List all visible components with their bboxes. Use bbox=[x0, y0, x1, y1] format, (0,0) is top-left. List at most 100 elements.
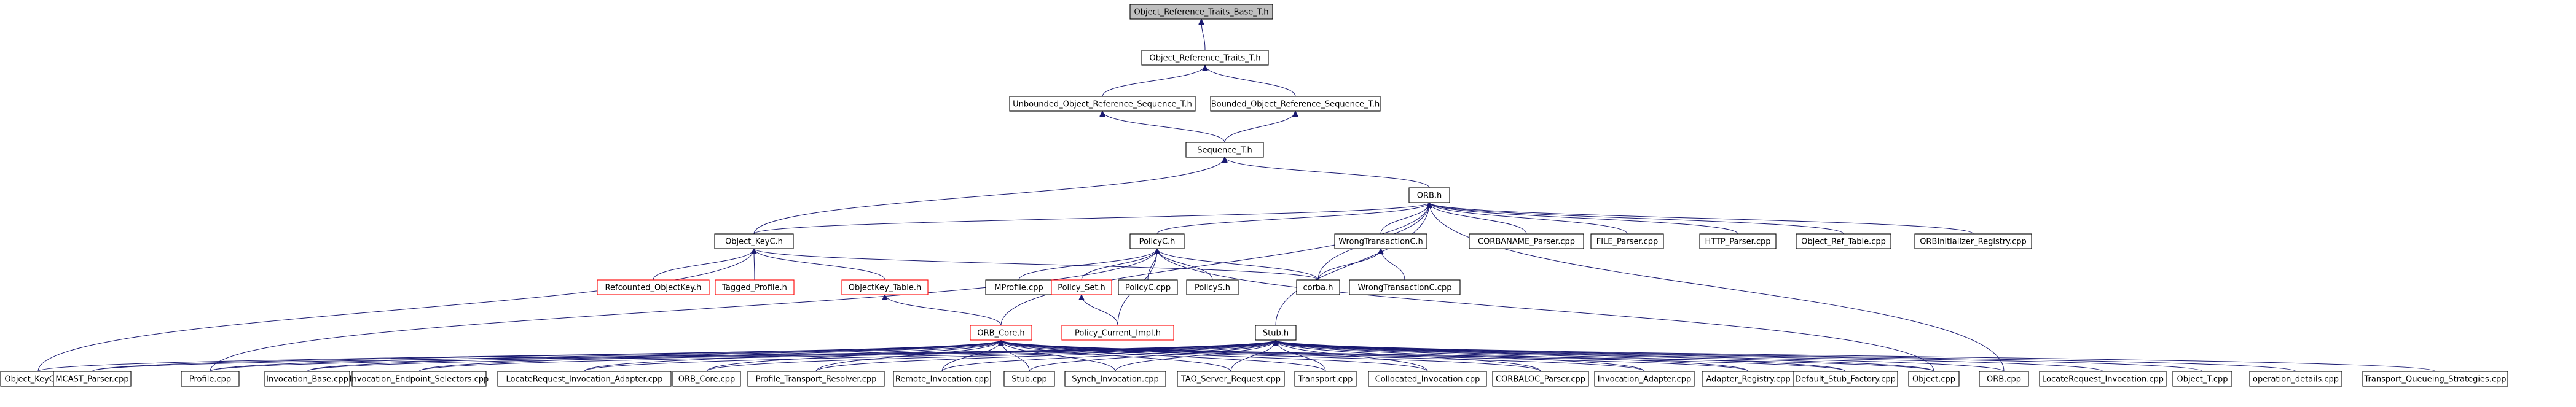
node-sequence-t-h[interactable]: Sequence_T.h bbox=[1185, 142, 1264, 158]
node-profile-cpp[interactable]: Profile.cpp bbox=[181, 371, 240, 387]
edge-bnd-includes-ortt bbox=[1205, 64, 1296, 97]
node-orb-h[interactable]: ORB.h bbox=[1408, 187, 1450, 203]
edge-cbl-includes-stubh bbox=[1276, 339, 1541, 372]
node-label: Adapter_Registry.cpp bbox=[1706, 375, 1790, 384]
node-label: Unbounded_Object_Reference_Sequence_T.h bbox=[1013, 100, 1192, 109]
node-object-t-cpp[interactable]: Object_T.cpp bbox=[2172, 371, 2232, 387]
edge-ar-includes-orbcore bbox=[1001, 339, 1749, 372]
node-locaterequest-invocation-cpp[interactable]: LocateRequest_Invocation.cpp bbox=[2039, 371, 2167, 387]
node-adapter-registry-cpp[interactable]: Adapter_Registry.cpp bbox=[1702, 371, 1795, 387]
node-orb-core-cpp[interactable]: ORB_Core.cpp bbox=[672, 371, 741, 387]
node-policy-set-h[interactable]: Policy_Set.h bbox=[1051, 279, 1112, 295]
node-objectkey-table-h[interactable]: ObjectKey_Table.h bbox=[841, 279, 929, 295]
node-profile-transport-resolver-cpp[interactable]: Profile_Transport_Resolver.cpp bbox=[747, 371, 885, 387]
node-label: CORBALOC_Parser.cpp bbox=[1496, 375, 1585, 384]
node-label: Invocation_Adapter.cpp bbox=[1598, 375, 1691, 384]
node-policys-h[interactable]: PolicyS.h bbox=[1186, 279, 1239, 295]
edge-orbcore-includes-okt bbox=[885, 294, 1002, 326]
node-stub-h[interactable]: Stub.h bbox=[1255, 325, 1297, 341]
node-orbinitializer-registry-cpp[interactable]: ORBInitializer_Registry.cpp bbox=[1914, 233, 2032, 249]
node-label: Transport_Queueing_Strategies.cpp bbox=[2364, 375, 2507, 384]
node-corbaname-parser-cpp[interactable]: CORBANAME_Parser.cpp bbox=[1469, 233, 1584, 249]
edge-lri-includes-stubh bbox=[1276, 339, 2103, 372]
node-object-cpp[interactable]: Object.cpp bbox=[1908, 371, 1960, 387]
node-invocation-endpoint-selectors-cpp[interactable]: Invocation_Endpoint_Selectors.cpp bbox=[350, 371, 489, 387]
edge-orbcorecpp-includes-stubh bbox=[706, 339, 1276, 372]
edge-stubh-includes-orb bbox=[1275, 203, 1429, 326]
node-default-stub-factory-cpp[interactable]: Default_Stub_Factory.cpp bbox=[1793, 371, 1898, 387]
node-invocation-adapter-cpp[interactable]: Invocation_Adapter.cpp bbox=[1594, 371, 1695, 387]
node-object-reference-traits-t-h[interactable]: Object_Reference_Traits_T.h bbox=[1141, 50, 1269, 66]
edge-orbir-includes-orb bbox=[1429, 202, 1974, 235]
edge-fp-includes-orb bbox=[1429, 202, 1628, 235]
node-label: TAO_Server_Request.cpp bbox=[1180, 375, 1281, 384]
node-refcounted-objectkey-h[interactable]: Refcounted_ObjectKey.h bbox=[597, 279, 710, 295]
node-label: HTTP_Parser.cpp bbox=[1705, 238, 1770, 247]
edge-prof-includes-polc bbox=[210, 249, 1157, 372]
edge-tp-includes-okc bbox=[754, 249, 755, 281]
node-label: Synch_Invocation.cpp bbox=[1072, 375, 1159, 384]
node-label: ORB.h bbox=[1417, 192, 1442, 201]
node-tao-server-request-cpp[interactable]: TAO_Server_Request.cpp bbox=[1177, 371, 1285, 387]
node-label: Invocation_Endpoint_Selectors.cpp bbox=[350, 375, 489, 384]
edge-hp-includes-orb bbox=[1429, 202, 1738, 235]
node-label: operation_details.cpp bbox=[2253, 375, 2339, 384]
node-invocation-base-cpp[interactable]: Invocation_Base.cpp bbox=[264, 371, 350, 387]
node-transport-cpp[interactable]: Transport.cpp bbox=[1294, 371, 1357, 387]
node-mprofile-cpp[interactable]: MProfile.cpp bbox=[985, 279, 1053, 295]
node-label: Invocation_Base.cpp bbox=[266, 375, 348, 384]
node-file-parser-cpp[interactable]: FILE_Parser.cpp bbox=[1590, 233, 1664, 249]
node-wrongtransactionc-h[interactable]: WrongTransactionC.h bbox=[1334, 233, 1427, 249]
node-label: Policy_Current_Impl.h bbox=[1075, 329, 1161, 338]
edge-ortt-includes-ortbt bbox=[1201, 19, 1206, 51]
node-http-parser-cpp[interactable]: HTTP_Parser.cpp bbox=[1699, 233, 1777, 249]
edge-mpc-includes-polc bbox=[1018, 248, 1157, 281]
node-label: MProfile.cpp bbox=[994, 284, 1043, 293]
node-transport-queueing-strategies-cpp[interactable]: Transport_Queueing_Strategies.cpp bbox=[2362, 371, 2508, 387]
node-unbounded-object-reference-sequence-t-h[interactable]: Unbounded_Object_Reference_Sequence_T.h bbox=[1009, 96, 1196, 112]
node-label: Object_KeyC.h bbox=[725, 238, 783, 247]
node-locaterequest-invocation-adapter-cpp[interactable]: LocateRequest_Invocation_Adapter.cpp bbox=[497, 371, 672, 387]
edge-ies-includes-stubh bbox=[418, 339, 1276, 372]
node-label: ORB_Core.h bbox=[977, 329, 1024, 338]
node-label: WrongTransactionC.cpp bbox=[1357, 284, 1451, 293]
node-object-reference-traits-base-t-h[interactable]: Object_Reference_Traits_Base_T.h bbox=[1129, 4, 1273, 20]
node-policyc-h[interactable]: PolicyC.h bbox=[1129, 233, 1185, 249]
node-bounded-object-reference-sequence-t-h[interactable]: Bounded_Object_Reference_Sequence_T.h bbox=[1210, 96, 1381, 112]
edge-orbcpp-includes-orb bbox=[1429, 203, 2005, 372]
edge-si-includes-orbcore bbox=[1001, 339, 1116, 372]
node-mcast-parser-cpp[interactable]: MCAST_Parser.cpp bbox=[53, 371, 132, 387]
node-collocated-invocation-cpp[interactable]: Collocated_Invocation.cpp bbox=[1368, 371, 1487, 387]
node-policyc-cpp[interactable]: PolicyC.cpp bbox=[1118, 279, 1178, 295]
edge-objt-includes-stubh bbox=[1276, 339, 2203, 372]
node-object-keyc-h[interactable]: Object_KeyC.h bbox=[714, 233, 794, 249]
node-label: Stub.h bbox=[1263, 329, 1289, 338]
node-corba-h[interactable]: corba.h bbox=[1296, 279, 1340, 295]
edge-okt-includes-okc bbox=[754, 248, 886, 281]
node-corbaloc-parser-cpp[interactable]: CORBALOC_Parser.cpp bbox=[1492, 371, 1589, 387]
node-policy-current-impl-h[interactable]: Policy_Current_Impl.h bbox=[1061, 325, 1174, 341]
node-remote-invocation-cpp[interactable]: Remote_Invocation.cpp bbox=[893, 371, 991, 387]
node-orb-cpp[interactable]: ORB.cpp bbox=[1979, 371, 2029, 387]
edge-pset-includes-polc bbox=[1081, 248, 1157, 281]
node-label: Remote_Invocation.cpp bbox=[895, 375, 989, 384]
node-object-ref-table-cpp[interactable]: Object_Ref_Table.cpp bbox=[1796, 233, 1891, 249]
edge-prof-includes-orbcore bbox=[210, 339, 1001, 372]
node-tagged-profile-h[interactable]: Tagged_Profile.h bbox=[715, 279, 795, 295]
graph-edges bbox=[37, 19, 2436, 372]
edge-objcpp-includes-polc bbox=[1157, 249, 1934, 372]
edge-seq-includes-unb bbox=[1102, 110, 1225, 143]
edge-ptr-includes-stubh bbox=[815, 339, 1276, 372]
edge-orbcpp-includes-stubh bbox=[1276, 339, 2005, 372]
node-orb-core-h[interactable]: ORB_Core.h bbox=[970, 325, 1032, 341]
node-label: corba.h bbox=[1303, 284, 1333, 293]
node-label: Stub.cpp bbox=[1011, 375, 1047, 384]
edge-orb-includes-seq bbox=[1225, 157, 1430, 188]
edge-mcast-includes-orbcore bbox=[92, 339, 1001, 372]
node-operation-details-cpp[interactable]: operation_details.cpp bbox=[2249, 371, 2342, 387]
node-stub-cpp[interactable]: Stub.cpp bbox=[1003, 371, 1055, 387]
edge-tqs-includes-stubh bbox=[1276, 339, 2436, 372]
node-wrongtransactionc-cpp[interactable]: WrongTransactionC.cpp bbox=[1349, 279, 1461, 295]
node-synch-invocation-cpp[interactable]: Synch_Invocation.cpp bbox=[1064, 371, 1166, 387]
node-label: Object_T.cpp bbox=[2177, 375, 2228, 384]
